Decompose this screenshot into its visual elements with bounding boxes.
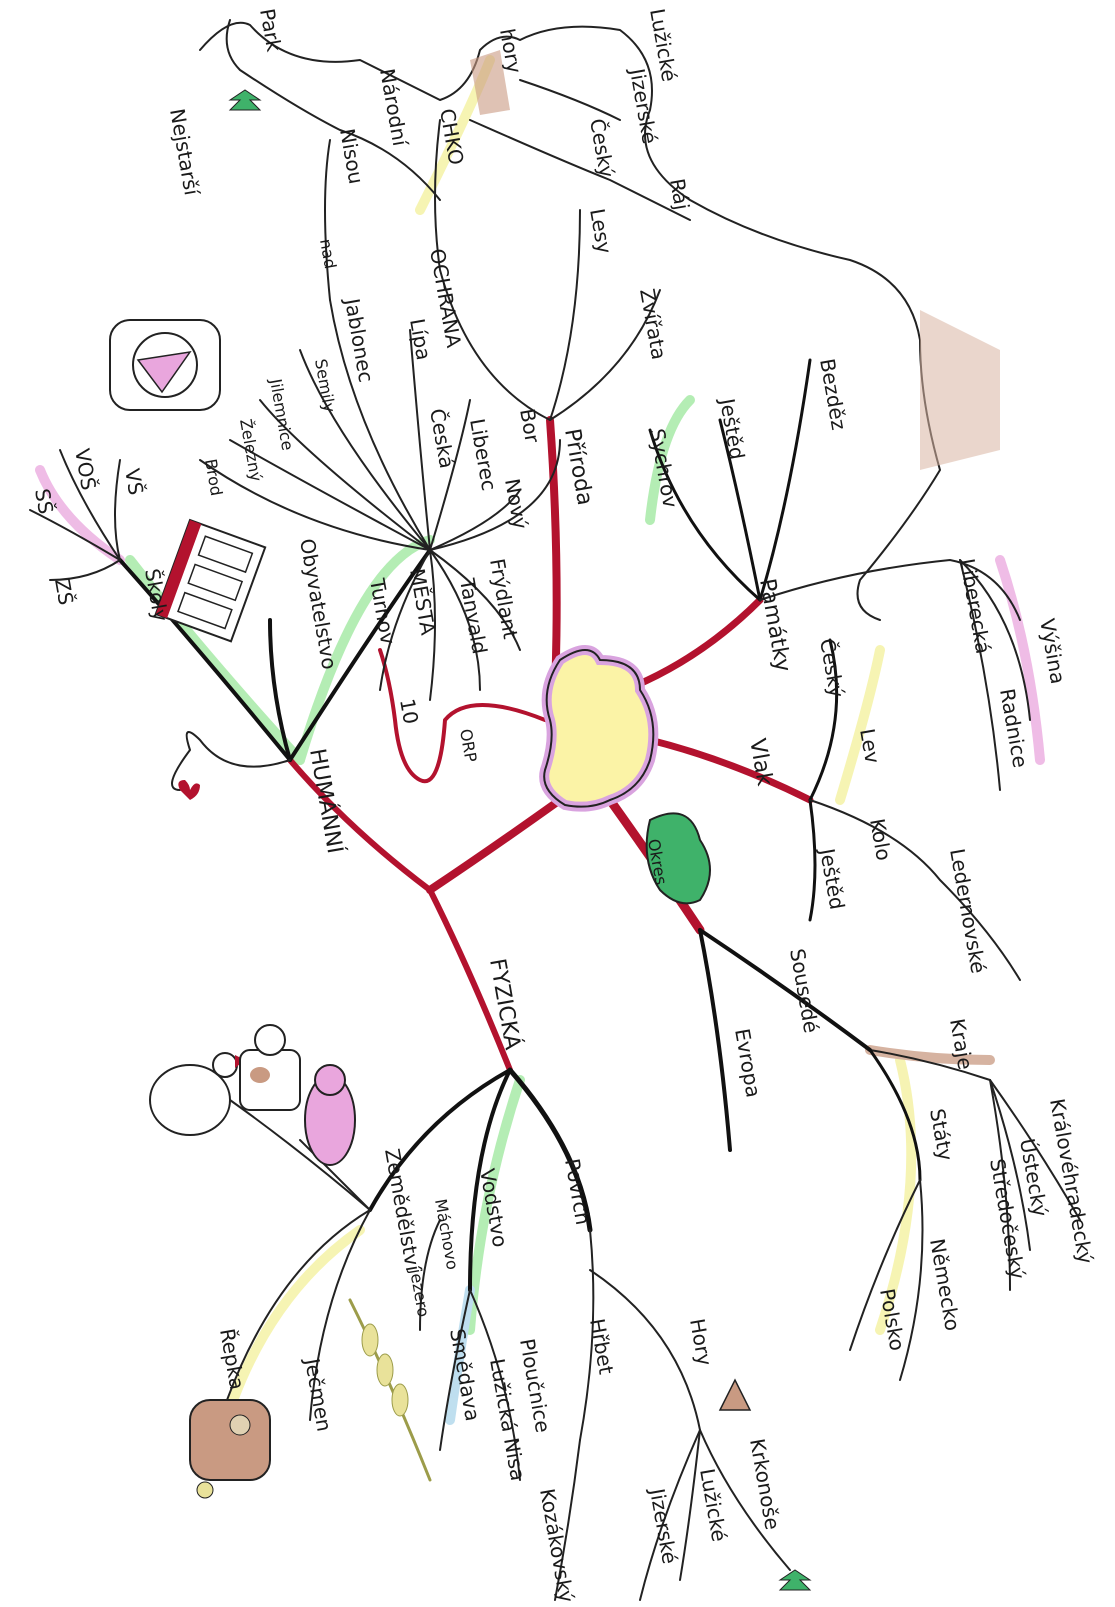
pine-tree-icon	[230, 90, 260, 110]
label-raj: Ráj	[665, 177, 694, 212]
label-cesky: Český	[585, 117, 619, 180]
secondary-branches	[30, 20, 1080, 1600]
wheat-icon	[350, 1300, 430, 1480]
label-jilemnice: Jilemnice	[266, 376, 297, 451]
castle-shape	[920, 310, 1000, 470]
label-nisou: Nisou	[335, 127, 368, 186]
branch-label-fyzicka: FYZICKÁ	[484, 957, 526, 1052]
label-jested-pamatky: Ještěd	[715, 395, 750, 462]
label-frydlant: Frýdlant	[485, 557, 523, 641]
chicken-icon	[150, 1053, 245, 1135]
label-hory-povrch: Hory	[685, 1317, 717, 1368]
potato-sack-icon	[190, 1400, 270, 1498]
label-jezero: jezero	[406, 1266, 433, 1318]
branch-label-priroda: Příroda	[559, 427, 597, 508]
label-nemecko: Německo	[925, 1237, 965, 1333]
label-bezdez: Bezděz	[815, 357, 851, 432]
label-nejstarsi: Nejstarší	[165, 107, 204, 199]
label-ss: SŠ	[30, 487, 58, 516]
branch-label-vlak: Vlak	[744, 737, 777, 788]
label-luzicke-hory: Lužické	[695, 1467, 731, 1544]
label-machovo: Máchovo	[431, 1197, 462, 1271]
label-cesky-lev-2: Lev	[855, 727, 885, 766]
label-staty: Státy	[925, 1107, 958, 1163]
label-vysina: Výšina	[1035, 617, 1070, 686]
mountain-icon	[720, 1380, 750, 1410]
label-bor: Bor	[515, 407, 545, 446]
label-jizerske: Jizerské	[625, 65, 662, 146]
label-orp-value: 10	[395, 697, 423, 726]
label-brod: Brod	[201, 457, 226, 497]
compass-icon	[110, 320, 220, 410]
label-ledernovske: Ledernovské	[945, 847, 991, 976]
label-orp: ORP	[456, 727, 481, 763]
label-cesky-lev-1: Český	[815, 637, 849, 700]
label-ustecky: Ústecký	[1015, 1137, 1052, 1219]
pig-icon	[305, 1065, 355, 1165]
label-ploucnice: Ploučnice	[515, 1337, 555, 1435]
pine-tree-icon-krkonose	[780, 1570, 810, 1590]
label-zvirata: Zvířata	[635, 287, 671, 362]
label-vos: VOŠ	[70, 447, 101, 492]
label-lipa: Lípa	[405, 317, 436, 362]
heart-icon	[178, 780, 200, 800]
label-jablonec: Jablonec	[340, 295, 379, 384]
label-liberecka: Liberecká	[955, 557, 995, 656]
label-krkonose: Krkonoše	[745, 1437, 785, 1532]
label-repka: Řepka	[215, 1327, 249, 1392]
center-region-map	[544, 650, 653, 807]
label-polsko: Polsko	[875, 1287, 910, 1353]
label-liberec: Liberec	[465, 417, 501, 493]
label-zelezny: Železný	[236, 417, 266, 482]
region-outline	[200, 23, 1000, 620]
label-zs: ZŠ	[50, 577, 78, 607]
label-nad: nad	[316, 237, 340, 270]
tram-icon	[156, 520, 265, 641]
cow-icon	[240, 1025, 300, 1110]
label-zemedelstvi: Zemědělství	[380, 1147, 425, 1275]
label-kozakovsky: Kozákovský	[535, 1487, 579, 1605]
label-ceska: Česká	[425, 407, 459, 470]
label-lesy: Lesy	[585, 207, 617, 256]
label-park: Park	[255, 7, 286, 54]
label-skoly: Školy	[140, 567, 173, 624]
branch-label-humanni: HUMÁNNÍ	[304, 747, 348, 856]
label-kolo: Kolo	[865, 817, 896, 863]
label-jecmen: Ječmen	[300, 1355, 337, 1434]
label-jizerske-hory: Jizerské	[645, 1485, 682, 1566]
label-mesta: MĚSTA	[405, 567, 440, 637]
label-narodni: Národní	[375, 67, 412, 150]
label-vs: VŠ	[120, 467, 148, 497]
label-povrch: Povrch	[560, 1157, 595, 1227]
label-kralovehradecky: Královéhradecký	[1045, 1097, 1098, 1266]
label-obyvatelstvo: Obyvatelstvo	[295, 537, 342, 672]
label-jested-vlak: Ještěd	[815, 845, 850, 912]
label-evropa: Evropa	[730, 1027, 766, 1100]
label-tanvald: Tanvald	[455, 576, 492, 656]
